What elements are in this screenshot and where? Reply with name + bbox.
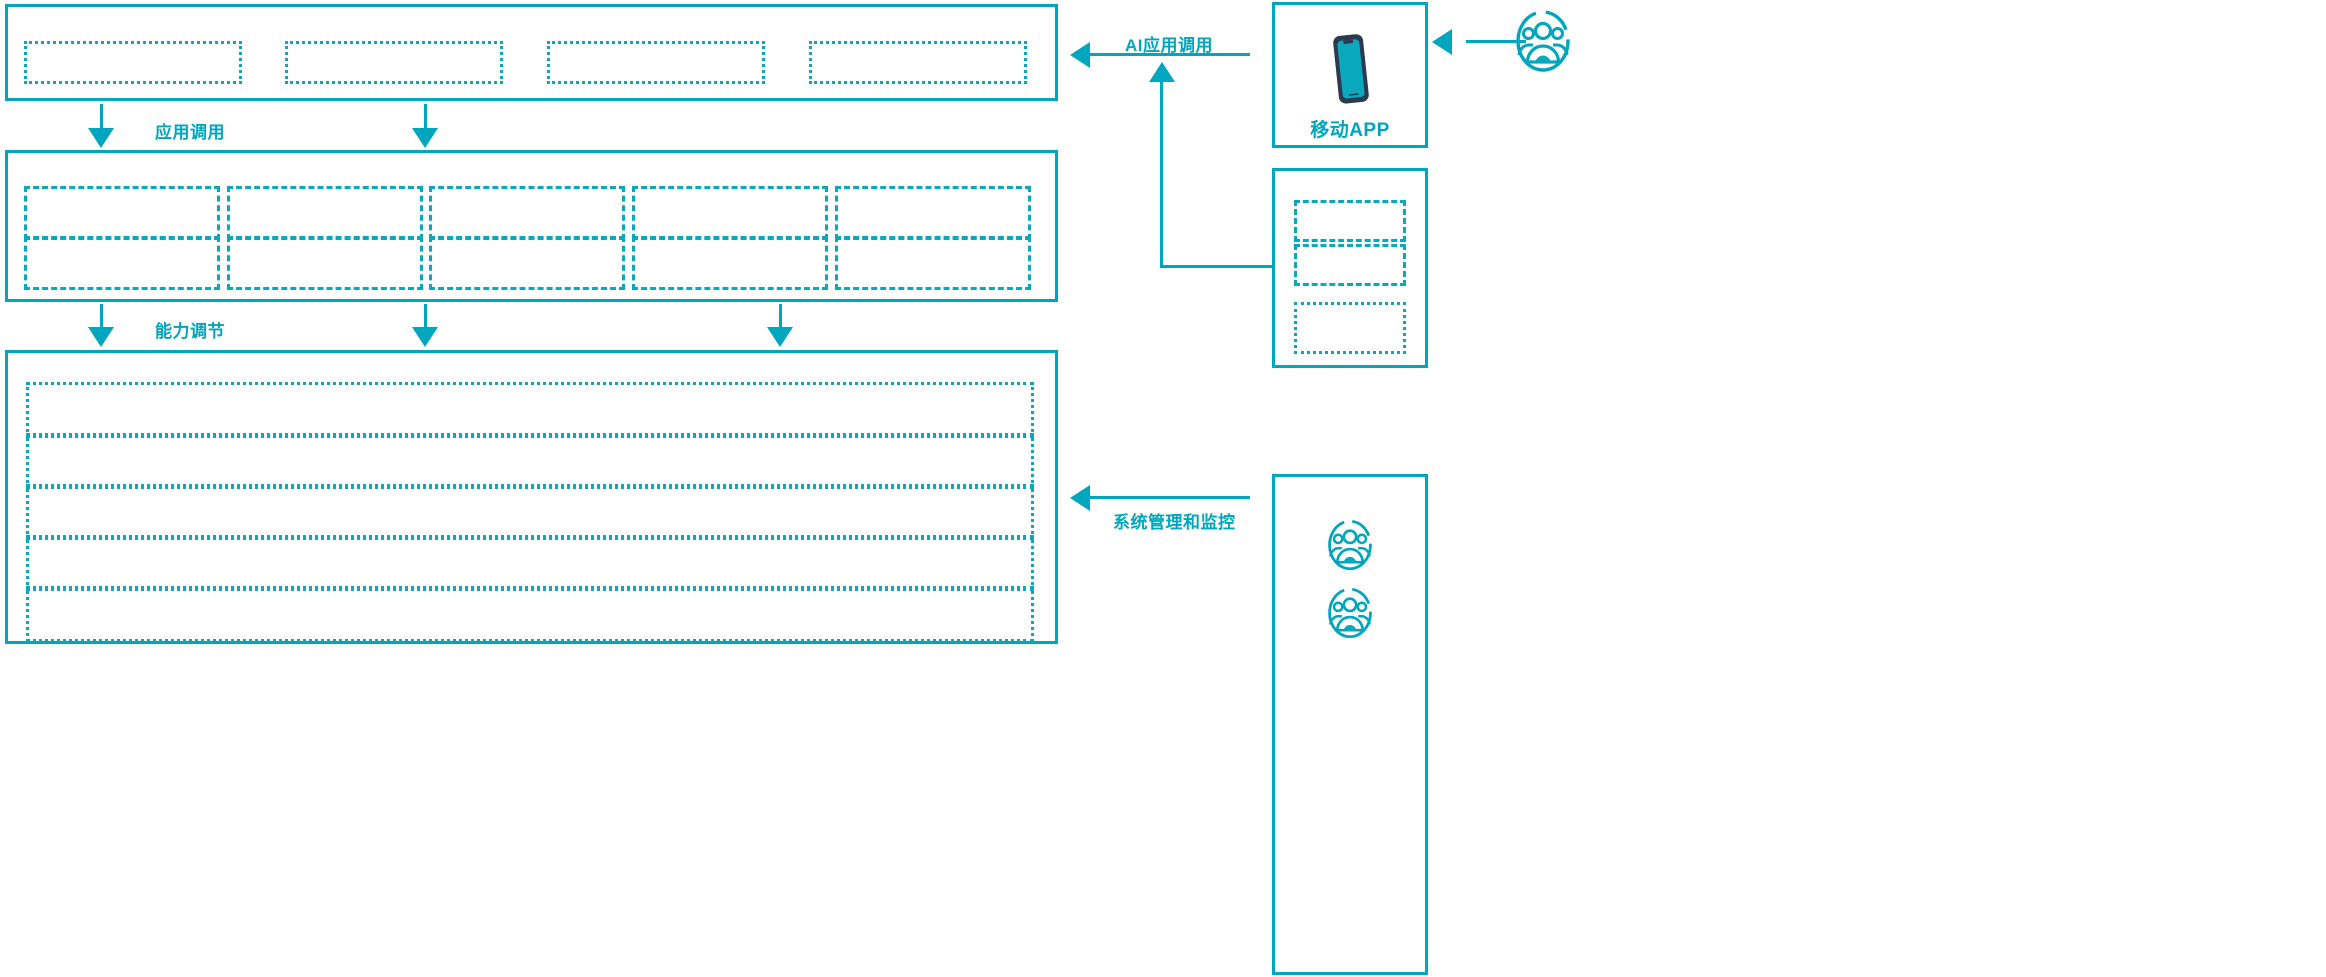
app-invoke-label: 应用调用: [155, 123, 225, 142]
platform-row-4[interactable]: [26, 535, 1034, 591]
capability-slot-6[interactable]: [24, 236, 220, 290]
capability-adjust-arrowhead-3: [767, 327, 793, 347]
capability-adjust-arrowhead-2: [412, 327, 438, 347]
capability-slot-5[interactable]: [835, 186, 1031, 240]
app-invoke-arrowhead-right: [412, 128, 438, 148]
external-user-actor: [1513, 8, 1573, 74]
capability-adjust-connector-1: [100, 304, 103, 344]
app-slot-3[interactable]: [547, 41, 765, 84]
platform-layer-panel: [5, 350, 1058, 644]
channel-slot-2[interactable]: [1294, 244, 1406, 286]
app-invoke-connector-left: [100, 104, 103, 144]
external-actor-line: [1466, 40, 1526, 43]
capability-adjust-arrowhead-1: [88, 327, 114, 347]
user-group-icon-2[interactable]: [1325, 586, 1375, 640]
capability-slot-7[interactable]: [227, 236, 423, 290]
mobile-app-label: 移动APP: [1310, 120, 1390, 141]
platform-row-1[interactable]: [26, 382, 1034, 438]
channel-uplink-horizontal: [1160, 265, 1272, 268]
app-slot-1[interactable]: [24, 41, 242, 84]
external-actor-arrowhead: [1432, 29, 1452, 55]
capability-slot-4[interactable]: [632, 186, 828, 240]
capability-slot-10[interactable]: [835, 236, 1031, 290]
system-mgmt-label: 系统管理和监控: [1113, 513, 1236, 532]
channel-slot-3[interactable]: [1294, 302, 1406, 354]
app-slot-4[interactable]: [809, 41, 1027, 84]
capability-adjust-connector-3: [779, 304, 782, 344]
capability-slot-2[interactable]: [227, 186, 423, 240]
app-invoke-connector-right: [424, 104, 427, 144]
channel-uplink-arrowhead: [1149, 62, 1175, 82]
capability-slot-9[interactable]: [632, 236, 828, 290]
channel-uplink-vertical: [1160, 68, 1163, 268]
app-invoke-arrowhead-left: [88, 128, 114, 148]
user-group-icon-1[interactable]: [1325, 518, 1375, 572]
platform-row-3[interactable]: [26, 484, 1034, 540]
capability-layer-panel: [5, 150, 1058, 302]
capability-adjust-connector-2: [424, 304, 427, 344]
system-mgmt-arrowhead: [1070, 485, 1090, 511]
ai-app-invoke-line: [1090, 53, 1250, 56]
ai-app-invoke-arrowhead: [1070, 42, 1090, 68]
capability-slot-1[interactable]: [24, 186, 220, 240]
application-layer-panel: [5, 4, 1058, 101]
channel-slot-1[interactable]: [1294, 200, 1406, 242]
capability-slot-3[interactable]: [429, 186, 625, 240]
capability-slot-8[interactable]: [429, 236, 625, 290]
smartphone-icon: [1326, 30, 1374, 108]
app-slot-2[interactable]: [285, 41, 503, 84]
capability-adjust-label: 能力调节: [155, 322, 225, 341]
system-mgmt-line: [1090, 496, 1250, 499]
ai-app-invoke-label: AI应用调用: [1125, 36, 1213, 55]
platform-row-5[interactable]: [26, 586, 1034, 642]
platform-row-2[interactable]: [26, 433, 1034, 489]
